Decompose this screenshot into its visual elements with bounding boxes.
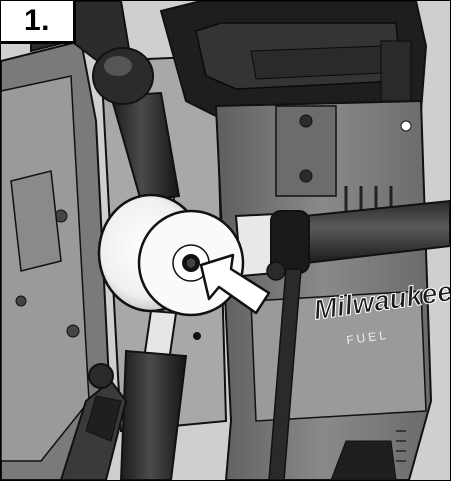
hose-assembly	[59, 363, 128, 480]
vertical-rod	[268, 268, 302, 480]
lower-handle	[119, 309, 188, 480]
svg-text:FUEL: FUEL	[345, 328, 389, 348]
step-number-badge: 1.	[1, 1, 76, 44]
hex-socket-screw-icon	[182, 254, 200, 272]
motor-top-cover	[159, 1, 428, 123]
pointer-arrow-icon	[199, 253, 271, 315]
